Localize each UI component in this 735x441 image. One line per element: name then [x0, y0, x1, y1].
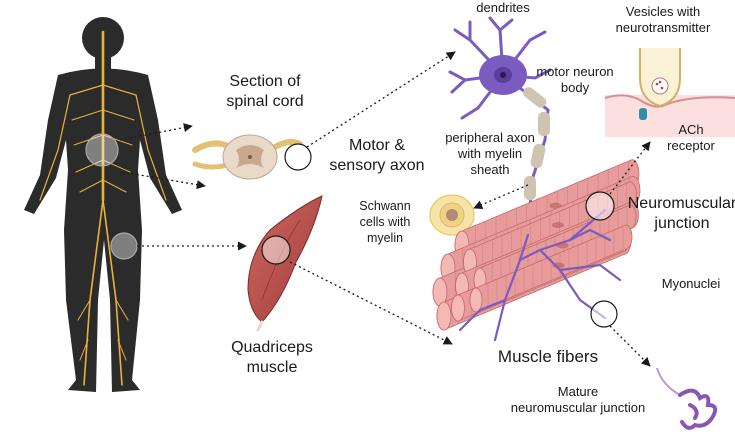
label-with-myelin: with myelin: [457, 146, 522, 161]
label-neurotransmitter: neurotransmitter: [616, 20, 711, 35]
label-mature: Mature: [558, 384, 598, 399]
mature-nmj-magnifier: [590, 300, 618, 328]
label-spinal-cord: spinal cord: [226, 93, 303, 110]
label-neuromuscular: Neuromuscular: [628, 195, 735, 212]
spinal-cord-section: [192, 134, 303, 180]
thigh-region-highlight: [110, 232, 138, 260]
label-body: body: [561, 80, 590, 95]
label-vesicles-with: Vesicles with: [626, 4, 700, 19]
nmj-magnifier: [585, 191, 615, 221]
label-junction: junction: [653, 215, 709, 232]
label-mature-nmj: neuromuscular junction: [511, 400, 645, 415]
myonucleus: [552, 222, 564, 229]
label-motor-and: Motor &: [349, 137, 405, 154]
label-sensory-axon: sensory axon: [329, 157, 424, 174]
spinal-cord-magnifier: [284, 143, 312, 171]
label-muscle: muscle: [247, 359, 298, 376]
label-ach: ACh: [678, 122, 703, 137]
label-myelin: myelin: [367, 231, 403, 245]
label-dendrites: dendrites: [476, 0, 530, 15]
quadriceps-muscle-illustration: [247, 195, 323, 332]
dotted-arrows: [119, 51, 651, 367]
nervous-system: [39, 30, 167, 386]
label-section-of: Section of: [229, 73, 301, 90]
label-receptor: receptor: [667, 138, 715, 153]
label-schwann: Schwann: [359, 199, 410, 213]
label-cells-with: cells with: [360, 215, 411, 229]
label-myonuclei: Myonuclei: [662, 276, 721, 291]
quadriceps-magnifier: [261, 235, 291, 265]
label-peripheral-axon: peripheral axon: [445, 130, 535, 145]
spinal-region-highlight: [85, 133, 119, 167]
labels: Section of spinal cord dendrites motor n…: [226, 0, 735, 415]
synapse-inset: [604, 48, 735, 137]
schwann-cell: [429, 194, 475, 236]
label-muscle-fibers: Muscle fibers: [498, 347, 598, 366]
motor-neuron: [448, 16, 552, 120]
mature-neuromuscular-junction: [656, 367, 718, 430]
label-sheath: sheath: [470, 162, 509, 177]
label-quadriceps: Quadriceps: [231, 339, 313, 356]
label-motor-neuron: motor neuron: [536, 64, 613, 79]
